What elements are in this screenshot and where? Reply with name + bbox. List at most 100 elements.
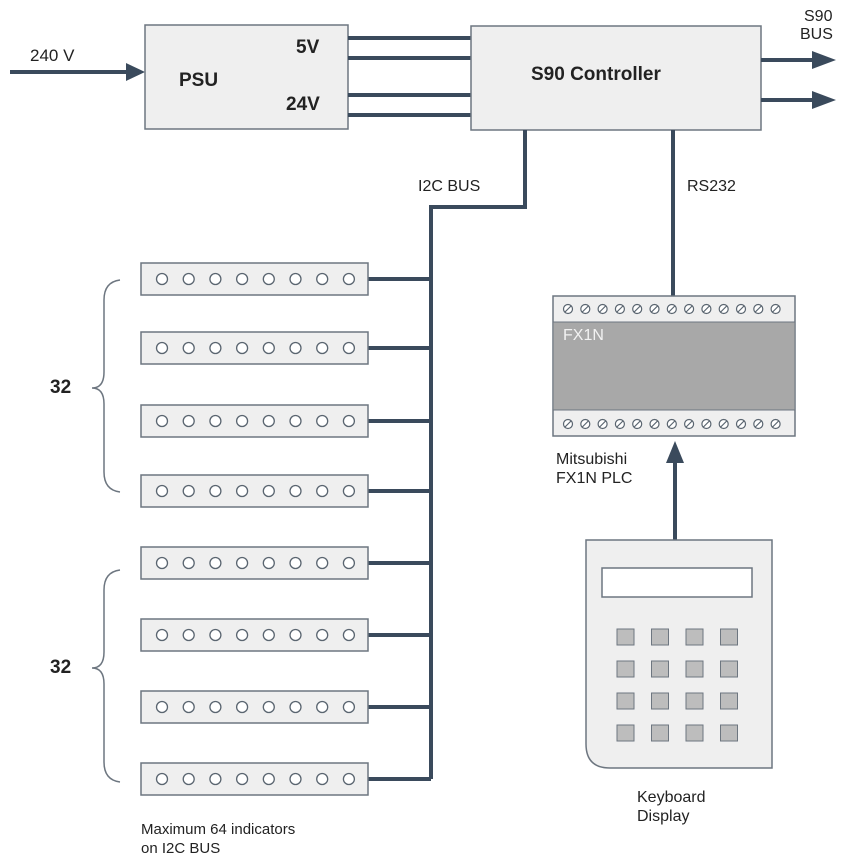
plc-terminal-screw [632,303,643,315]
plc-terminal-screw [701,418,712,430]
plc-terminal-screw [614,303,626,315]
indicator-led [262,272,275,286]
keypad-key [616,724,635,742]
group-1-brace [91,279,121,493]
indicator-led [262,772,275,786]
indicator-led [316,414,329,428]
indicator-led [289,556,302,570]
indicators-note-line1: Maximum 64 indicators [141,821,296,838]
indicator-led [316,556,329,570]
plc-terminal-screw [701,303,712,315]
indicator-led [262,700,275,714]
indicator-led [342,556,356,570]
plc-terminal-screw [597,418,608,430]
indicator-led [316,272,329,286]
indicator-strip [140,690,369,724]
plc-terminals-bottom [562,418,781,430]
indicator-led [316,700,329,714]
plc-terminal-screw [718,303,729,315]
indicator-led [342,628,356,642]
i2c-bus-lines [368,130,527,781]
indicator-led [209,484,222,498]
plc-terminal-screw [666,418,677,430]
indicator-led [235,341,249,355]
indicator-led [289,414,302,428]
indicator-strips [140,262,369,796]
indicator-led [155,628,169,642]
psu-power-lines [348,36,471,117]
indicator-strip [140,331,369,365]
plc-terminal-screw [753,303,764,315]
plc-terminal-screw [735,303,747,315]
keypad-caption-line1: Keyboard [637,789,706,806]
indicator-led [209,556,222,570]
keypad-key [685,660,704,678]
plc-terminal-screw [580,303,591,315]
keypad-key [720,628,738,646]
plc-terminal-screw [562,418,574,430]
indicator-led [235,484,249,498]
mains-input-arrowhead [126,63,145,81]
indicator-led [342,772,356,786]
indicator-led [182,484,195,498]
mains-voltage-label: 240 V [30,46,75,65]
keypad-key [685,628,704,646]
indicator-led [342,700,356,714]
indicator-led [342,341,356,355]
plc-terminal-screw [614,418,626,430]
indicator-led [155,772,169,786]
indicator-led [155,484,169,498]
indicator-led [289,700,302,714]
psu-24v-label: 24V [286,94,320,115]
psu-box [144,24,349,130]
indicator-led [182,414,195,428]
indicator-led [316,628,329,642]
indicator-led [262,484,275,498]
group-2-count-label: 32 [50,657,72,678]
indicator-led [235,700,249,714]
indicator-led [155,556,169,570]
plc-terminals-top [562,303,781,315]
indicator-strip [140,262,369,296]
indicator-led [262,556,275,570]
indicator-led [155,414,169,428]
keypad-caption-line2: Display [637,808,690,825]
plc-terminal-screw [649,303,660,315]
keypad-key [651,628,669,646]
indicator-led [182,700,195,714]
s90-bus-arrows [761,51,836,109]
keypad-key [685,692,704,710]
indicator-led [316,484,329,498]
indicator-led [182,628,195,642]
plc-unit [552,295,796,437]
indicator-led [155,341,169,355]
indicator-led [182,772,195,786]
keypad-keys [616,628,738,742]
plc-terminal-screw [649,418,660,430]
keypad-key [616,660,635,678]
plc-caption-line2: FX1N PLC [556,470,633,487]
indicator-led [262,414,275,428]
indicator-led [289,772,302,786]
indicator-led [235,272,249,286]
plc-caption-line1: Mitsubishi [556,451,628,468]
s90-bus-label-line2: BUS [800,26,833,43]
plc-terminal-screw [666,303,677,315]
indicator-led [342,272,356,286]
plc-terminal-screw [770,418,781,430]
controller-label: S90 Controller [531,64,661,85]
plc-terminal-screw [683,418,695,430]
indicator-led [209,772,222,786]
keyboard-display-unit [585,539,773,769]
indicator-led [235,628,249,642]
keypad-key [616,692,635,710]
indicator-led [235,414,249,428]
plc-terminal-screw [735,418,747,430]
indicator-led [289,341,302,355]
keypad-screen [601,567,753,598]
keypad-key [720,660,738,678]
keypad-key [651,660,669,678]
group-1-count-label: 32 [50,377,72,398]
indicator-led [209,700,222,714]
